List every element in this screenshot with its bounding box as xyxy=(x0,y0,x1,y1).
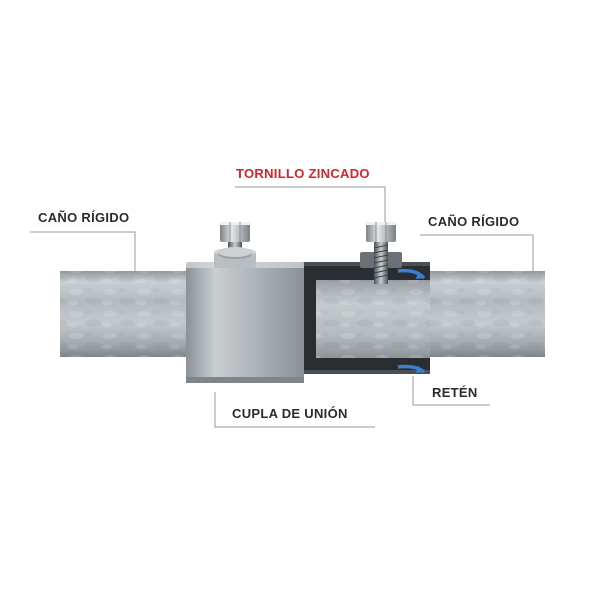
label-pipe-right: CAÑO RÍGIDO xyxy=(428,214,520,229)
coupling-cutaway xyxy=(302,262,430,374)
retainer-ring-top xyxy=(397,268,426,280)
pipe-left xyxy=(60,271,190,357)
leader-line-pipe-left xyxy=(30,231,136,272)
pipe-right xyxy=(425,271,545,357)
label-coupling: CUPLA DE UNIÓN xyxy=(232,406,348,421)
label-screw: TORNILLO ZINCADO xyxy=(236,166,370,181)
screw-left xyxy=(218,222,252,259)
label-pipe-left: CAÑO RÍGIDO xyxy=(38,210,130,225)
leader-line-pipe-right xyxy=(420,234,534,272)
screw-right xyxy=(366,222,396,284)
leader-line-screw xyxy=(235,186,386,222)
label-retainer: RETÉN xyxy=(432,385,478,400)
leader-line-coupling xyxy=(214,392,375,428)
leader-line-retainer xyxy=(412,376,490,406)
retainer-ring-bottom xyxy=(397,364,426,374)
